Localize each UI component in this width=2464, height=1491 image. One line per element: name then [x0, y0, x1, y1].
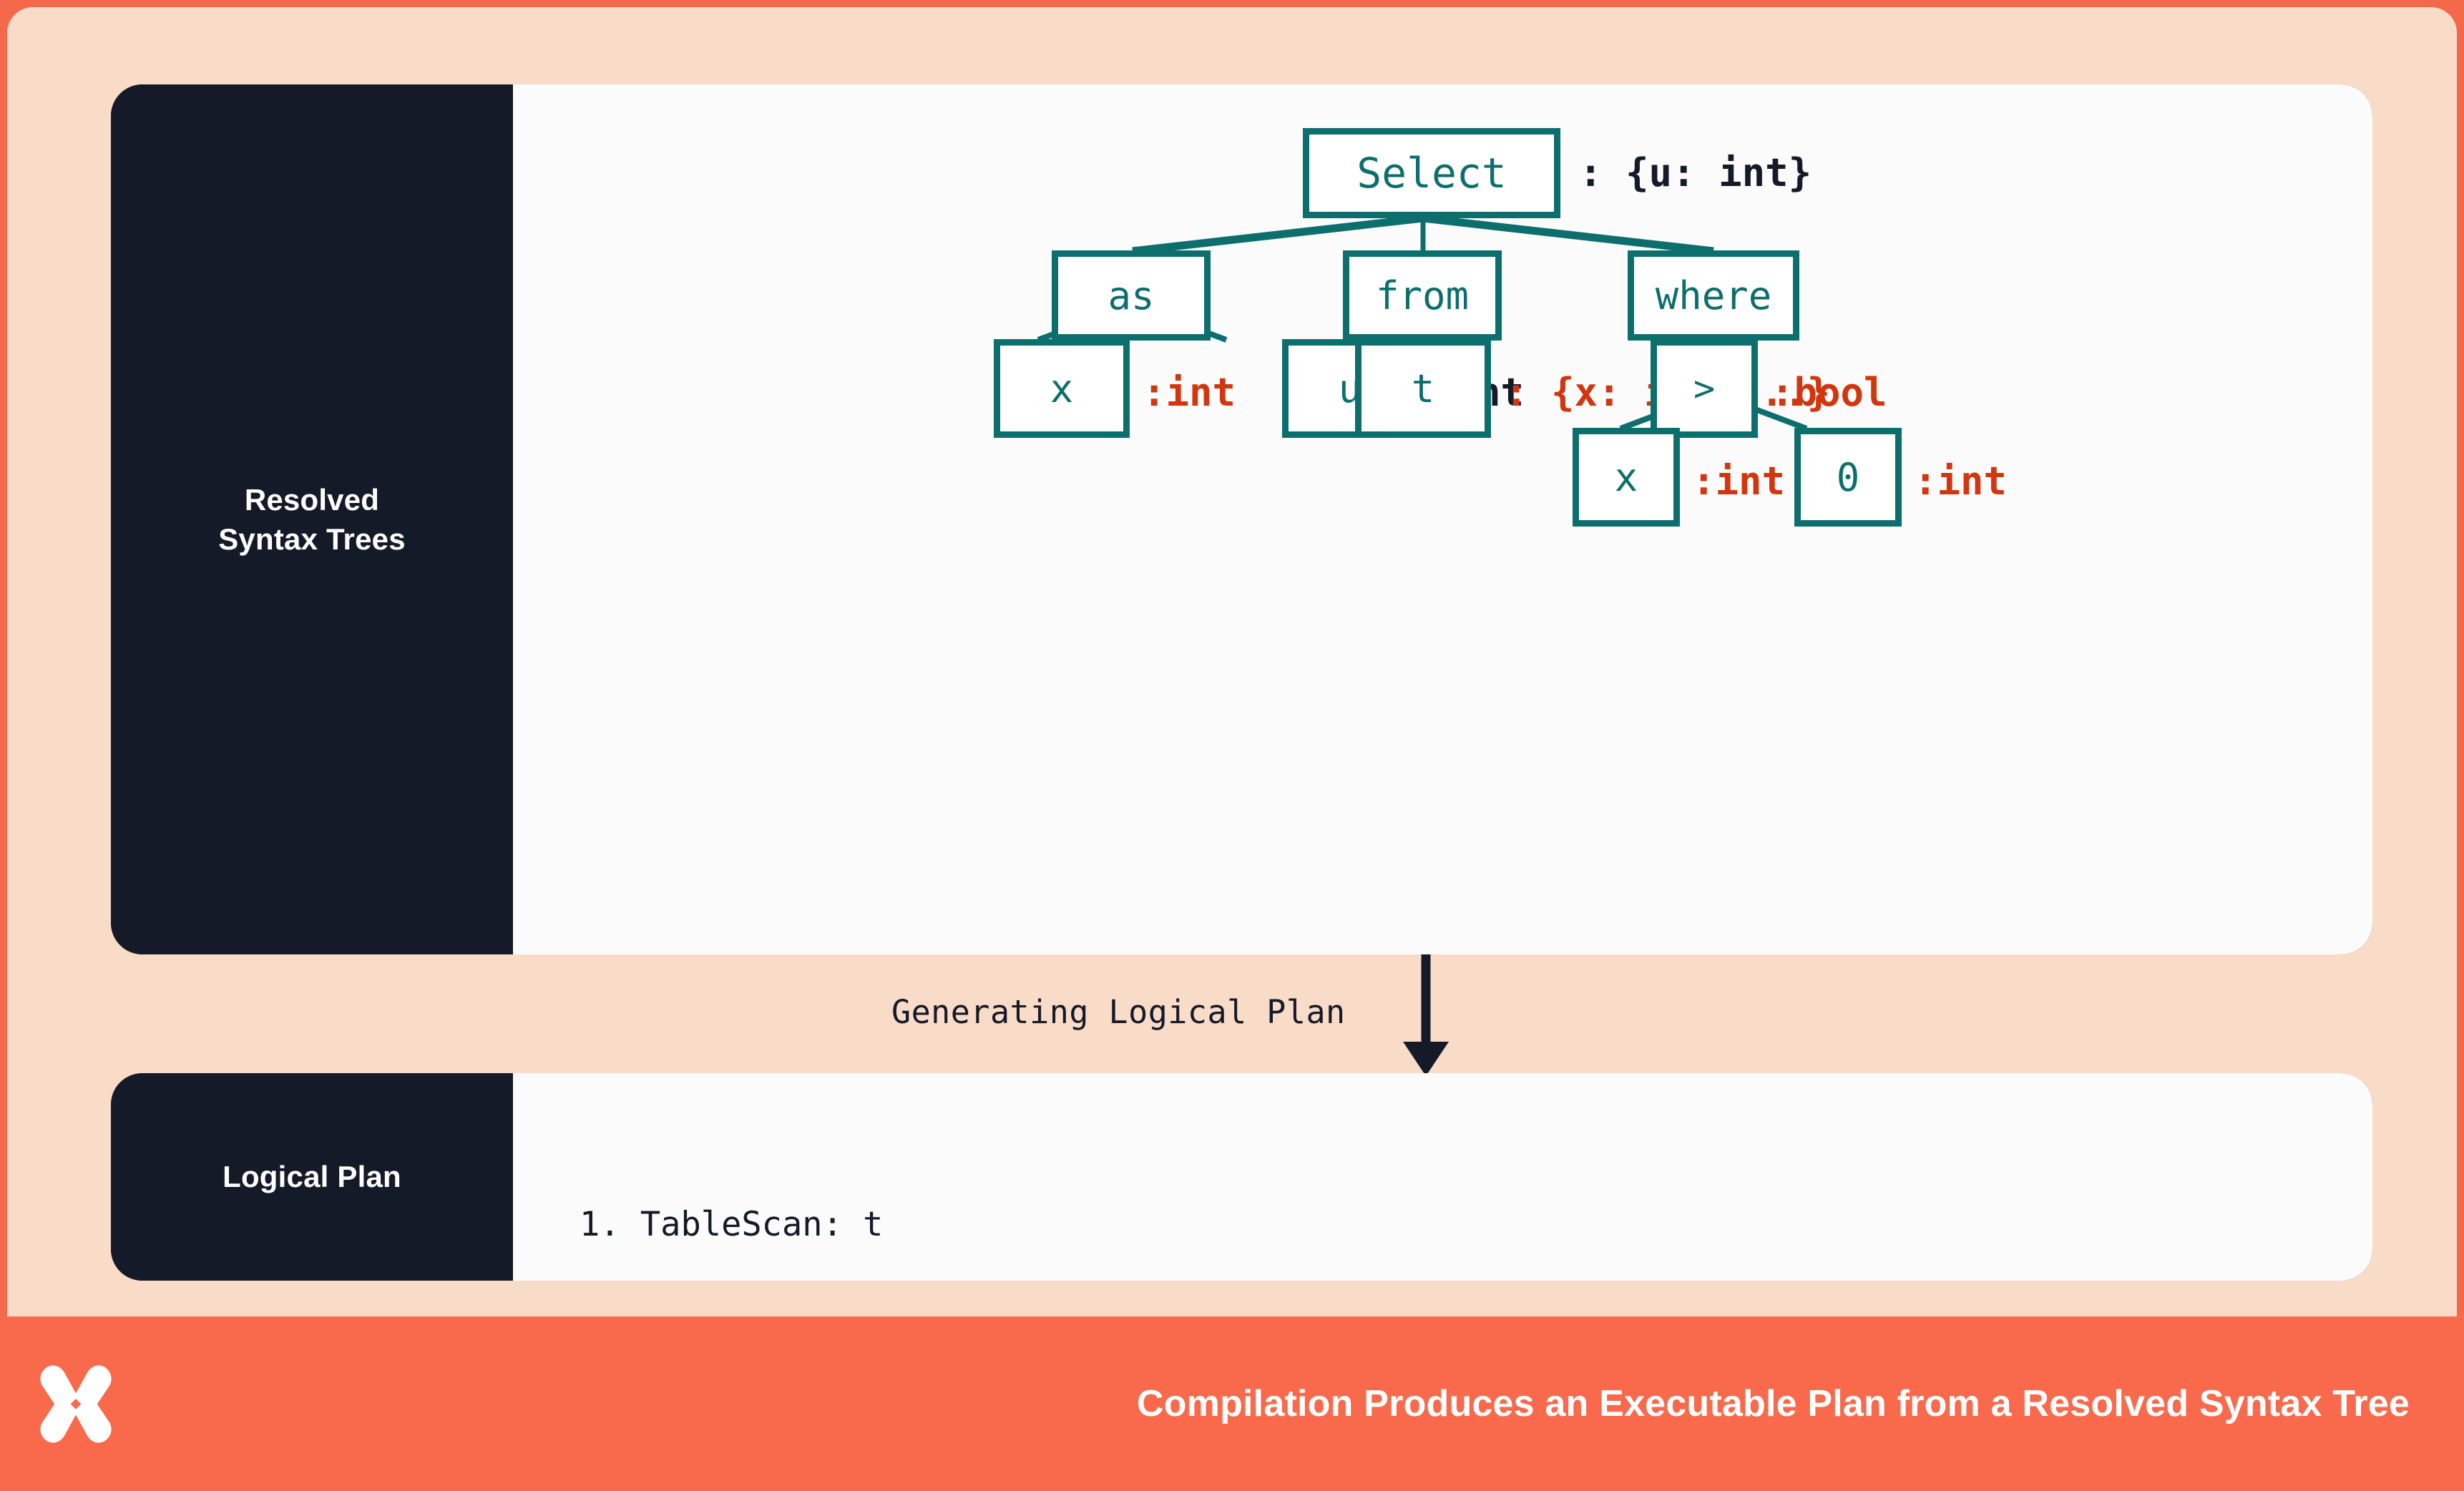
logical-plan-label-text: Logical Plan: [223, 1160, 401, 1194]
tree-node-gt-zero-text: 0: [1836, 454, 1860, 500]
down-arrow-icon: [1403, 954, 1449, 1076]
footer-bar: Compilation Produces an Executable Plan …: [0, 1316, 2464, 1491]
tree-node-where[interactable]: where: [1628, 250, 1799, 341]
tree-nodes: Select : {u: int} as from where: [513, 84, 2372, 954]
tree-node-gt-x[interactable]: x: [1573, 428, 1680, 527]
tree-node-as-x-text: x: [1050, 366, 1074, 411]
tree-node-gt-zero[interactable]: 0: [1794, 428, 1902, 527]
logical-plan-card: Logical Plan 1. TableScan: t 2. Filter: …: [111, 1073, 2372, 1281]
logical-plan-body: 1. TableScan: t 2. Filter: t.x > 0 3. Pr…: [513, 1073, 2372, 1281]
tree-node-select[interactable]: Select: [1303, 128, 1560, 218]
list-item: 1. TableScan: t: [580, 1205, 884, 1245]
tree-node-where-text: where: [1655, 273, 1772, 318]
resolved-syntax-trees-label-text: Resolved Syntax Trees: [218, 482, 406, 556]
tree-node-from-text: from: [1375, 273, 1470, 318]
flow-label: Generating Logical Plan: [891, 993, 1346, 1031]
resolved-syntax-trees-label: Resolved Syntax Trees: [111, 84, 513, 954]
tree-annotation-gt: :bool: [1771, 370, 1887, 415]
tree-node-from[interactable]: from: [1343, 250, 1502, 341]
tree-node-as-x[interactable]: x: [994, 339, 1130, 438]
logical-plan-label: Logical Plan: [111, 1073, 513, 1281]
tree-annotation-gt-zero: :int: [1914, 459, 2008, 504]
logical-plan-steps: 1. TableScan: t 2. Filter: t.x > 0 3. Pr…: [580, 1106, 1045, 1281]
tree-node-as[interactable]: as: [1052, 250, 1211, 341]
tree-node-gt-x-text: x: [1614, 454, 1638, 500]
tree-node-from-t-text: t: [1411, 366, 1435, 411]
x-star-logo-icon: [40, 1365, 112, 1443]
flow-connector: Generating Logical Plan: [111, 954, 2372, 1076]
tree-annotation-select: : {u: int}: [1579, 150, 1812, 195]
tree-annotation-gt-x: :int: [1692, 459, 1786, 504]
tree-node-select-text: Select: [1356, 149, 1507, 197]
tree-node-gt[interactable]: >: [1651, 339, 1758, 438]
tree-annotation-as-x: :int: [1143, 370, 1236, 415]
footer-caption: Compilation Produces an Executable Plan …: [1136, 1383, 2410, 1424]
content-panel: Resolved Syntax Trees: [7, 7, 2457, 1316]
tree-node-gt-text: >: [1693, 368, 1716, 409]
syntax-tree-canvas: Select : {u: int} as from where: [513, 84, 2372, 954]
resolved-syntax-trees-card: Resolved Syntax Trees: [111, 84, 2372, 954]
tree-node-from-t[interactable]: t: [1355, 339, 1491, 438]
tree-node-as-text: as: [1108, 273, 1155, 318]
